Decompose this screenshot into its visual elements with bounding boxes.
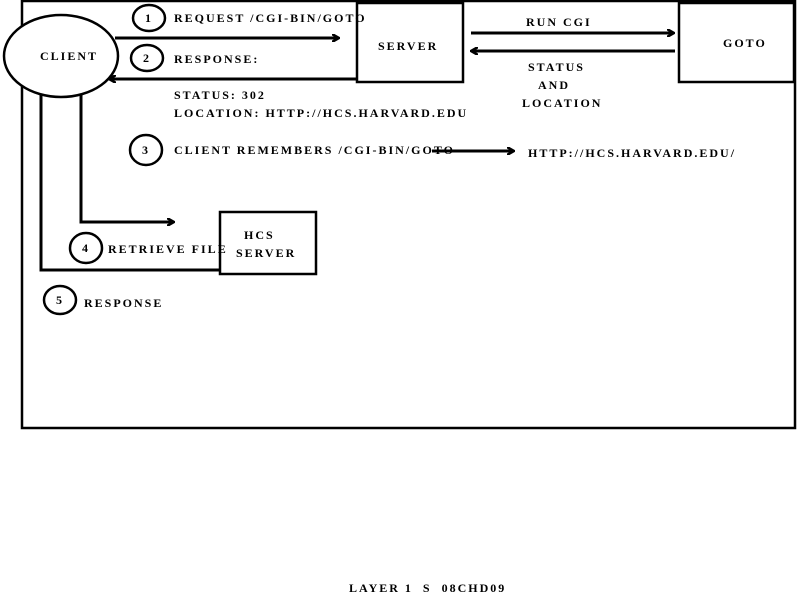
step-5-number: 5	[56, 293, 62, 307]
status-label: STATUS	[528, 60, 585, 74]
step-2: 2 RESPONSE:	[129, 43, 259, 73]
step-3: 3 CLIENT REMEMBERS /CGI-BIN/GOTO HTTP://…	[128, 133, 736, 167]
step-2-label: RESPONSE:	[174, 52, 259, 66]
client-label: CLIENT	[40, 49, 98, 63]
step-1-circle	[131, 3, 167, 33]
retrieve-arrow	[79, 90, 173, 222]
footer-label: LAYER 1 S 08CHD09	[349, 581, 506, 595]
step-1: 1 REQUEST /CGI-BIN/GOTO	[131, 3, 367, 33]
step-5-circle	[42, 284, 78, 316]
step-4: 4 RETRIEVE FILE	[68, 231, 228, 265]
step-1-label: REQUEST /CGI-BIN/GOTO	[174, 11, 367, 25]
client-node	[2, 13, 120, 99]
run-cgi-label: RUN CGI	[526, 15, 592, 29]
step-4-circle	[68, 231, 104, 265]
hcs-label: HCS	[244, 228, 275, 242]
step-4-number: 4	[82, 241, 88, 255]
response-status: STATUS: 302	[174, 88, 266, 102]
step-3-target: HTTP://HCS.HARVARD.EDU/	[528, 146, 736, 160]
step-2-number: 2	[143, 51, 149, 65]
step-5-label: RESPONSE	[84, 296, 163, 310]
step-3-circle	[128, 133, 164, 167]
step-5: 5 RESPONSE	[42, 284, 163, 316]
step-3-label: CLIENT REMEMBERS /CGI-BIN/GOTO	[174, 143, 455, 157]
goto-label: GOTO	[723, 36, 767, 50]
goto-node	[677, 1, 796, 84]
step-4-label: RETRIEVE FILE	[108, 242, 228, 256]
step-3-number: 3	[142, 143, 148, 157]
and-label: AND	[538, 78, 570, 92]
outer-frame	[20, 0, 797, 430]
step-1-number: 1	[145, 11, 151, 25]
hcs-server-node	[218, 210, 318, 276]
response-return-arrow	[41, 84, 220, 272]
step-2-circle	[129, 43, 165, 73]
response-location: LOCATION: HTTP://HCS.HARVARD.EDU	[174, 106, 468, 120]
location-label: LOCATION	[522, 96, 602, 110]
server-node	[355, 1, 465, 84]
hcs-server-label: SERVER	[236, 246, 296, 260]
server-label: SERVER	[378, 39, 438, 53]
